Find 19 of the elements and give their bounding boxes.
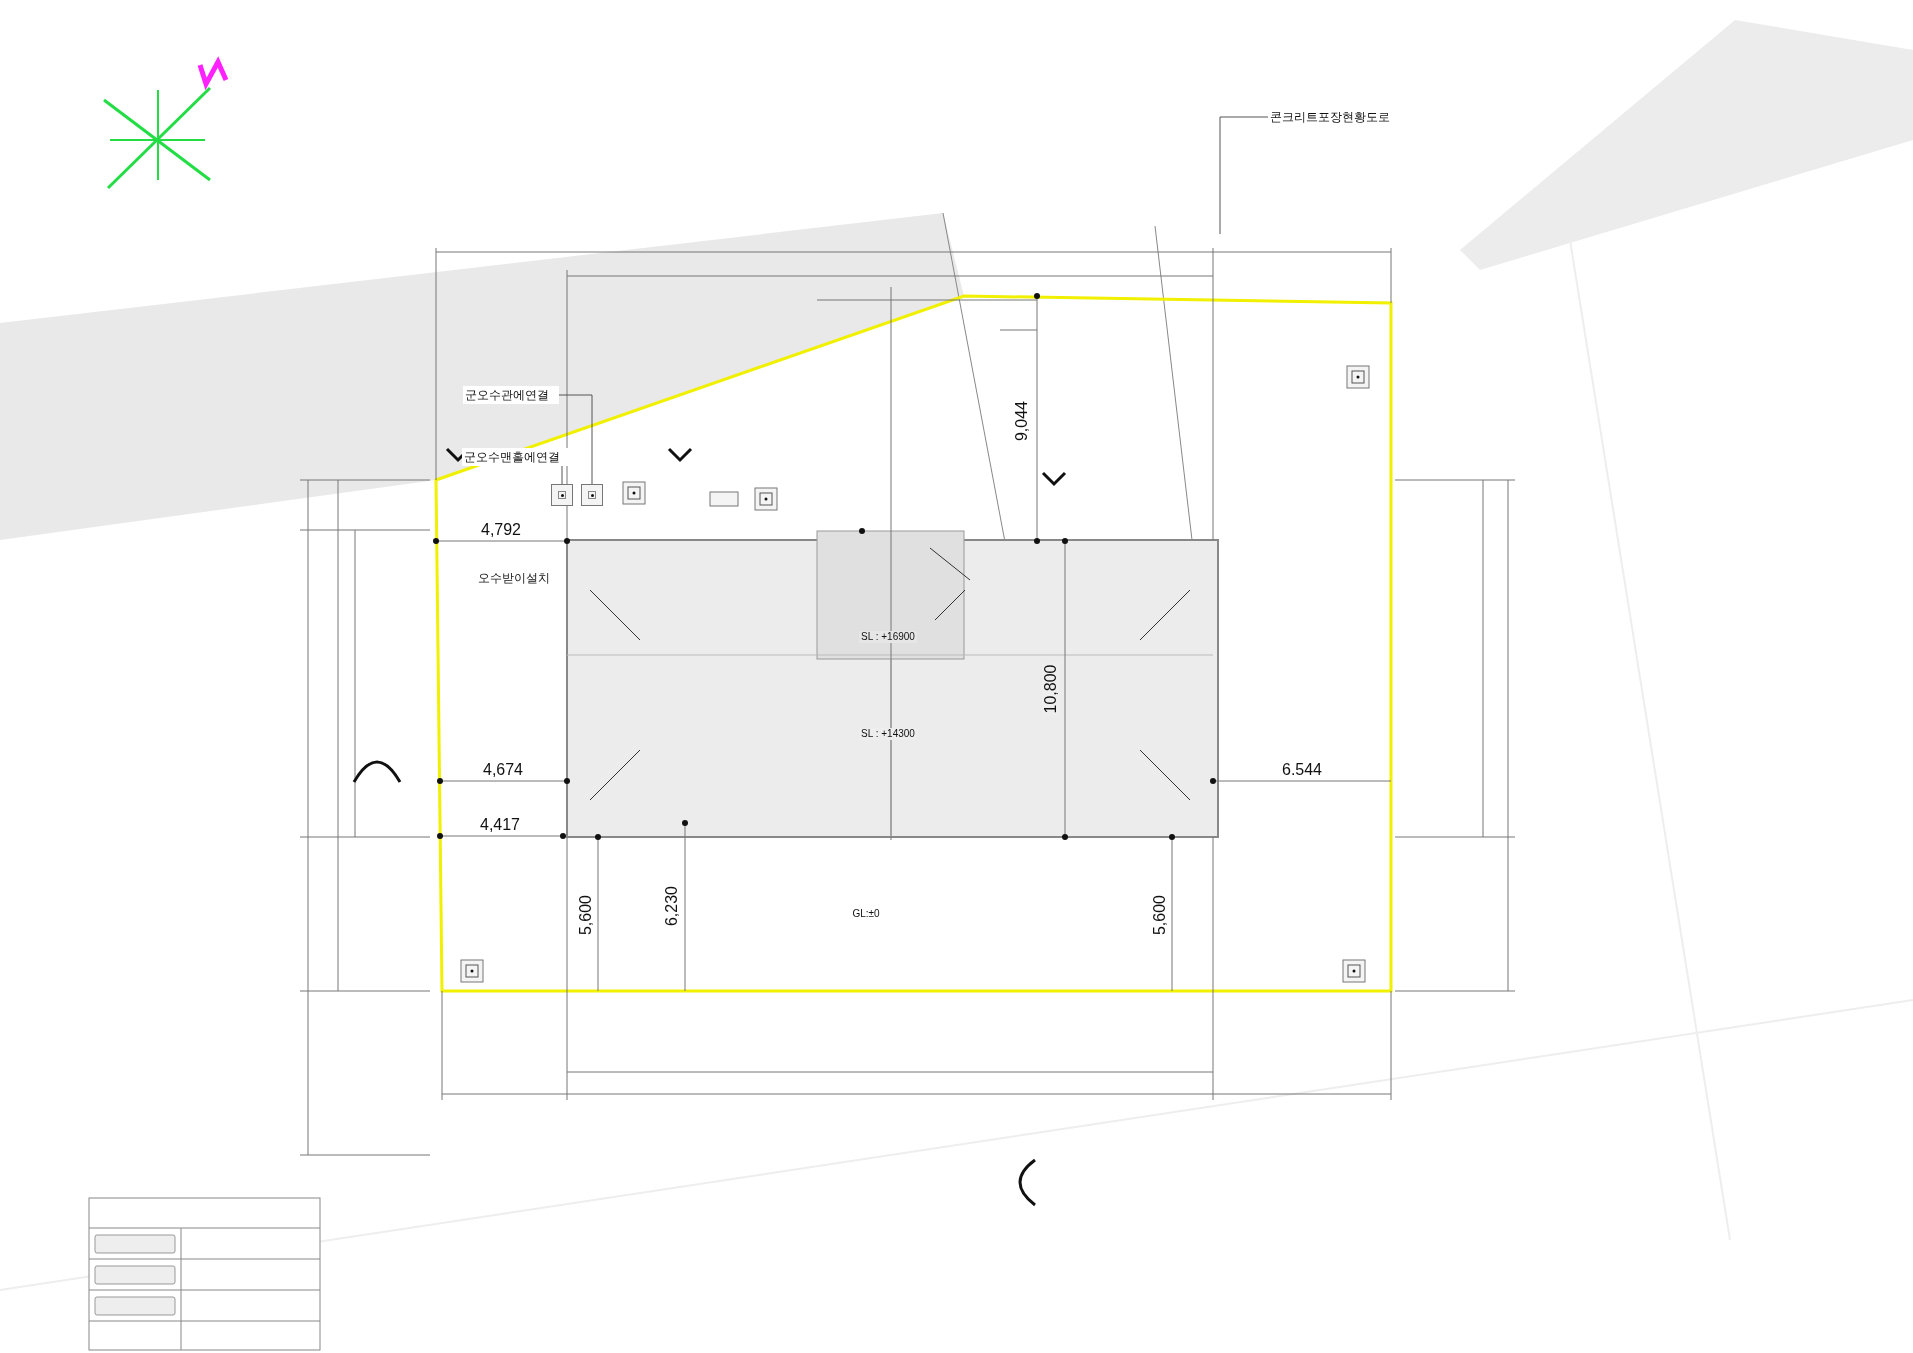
callout-text: 군오수맨홀에연결	[462, 448, 570, 466]
level-mark-text: SL : +16900	[859, 631, 917, 643]
callout-text: 군오수관에연결	[463, 386, 559, 404]
dimension-text: 9,044	[1013, 399, 1031, 443]
dimension-text: 4,792	[479, 521, 523, 539]
dimension-text: 5,600	[1151, 893, 1169, 937]
dimension-text: 10,800	[1042, 662, 1060, 716]
leader-line	[1219, 116, 1269, 235]
dimension-text: 6,230	[663, 884, 681, 928]
level-mark-text: GL:±0	[850, 908, 882, 920]
level-mark-text: SL : +14300	[859, 728, 917, 740]
manhole-symbol	[551, 484, 573, 506]
leader-line	[561, 465, 563, 485]
note-text: 오수받이설치	[476, 571, 552, 585]
manhole-symbol	[581, 484, 603, 506]
dimension-text: 4,417	[478, 816, 522, 834]
dimension-text: 5,600	[577, 893, 595, 937]
dimension-text: 4,674	[481, 761, 525, 779]
leader-line	[558, 394, 593, 485]
